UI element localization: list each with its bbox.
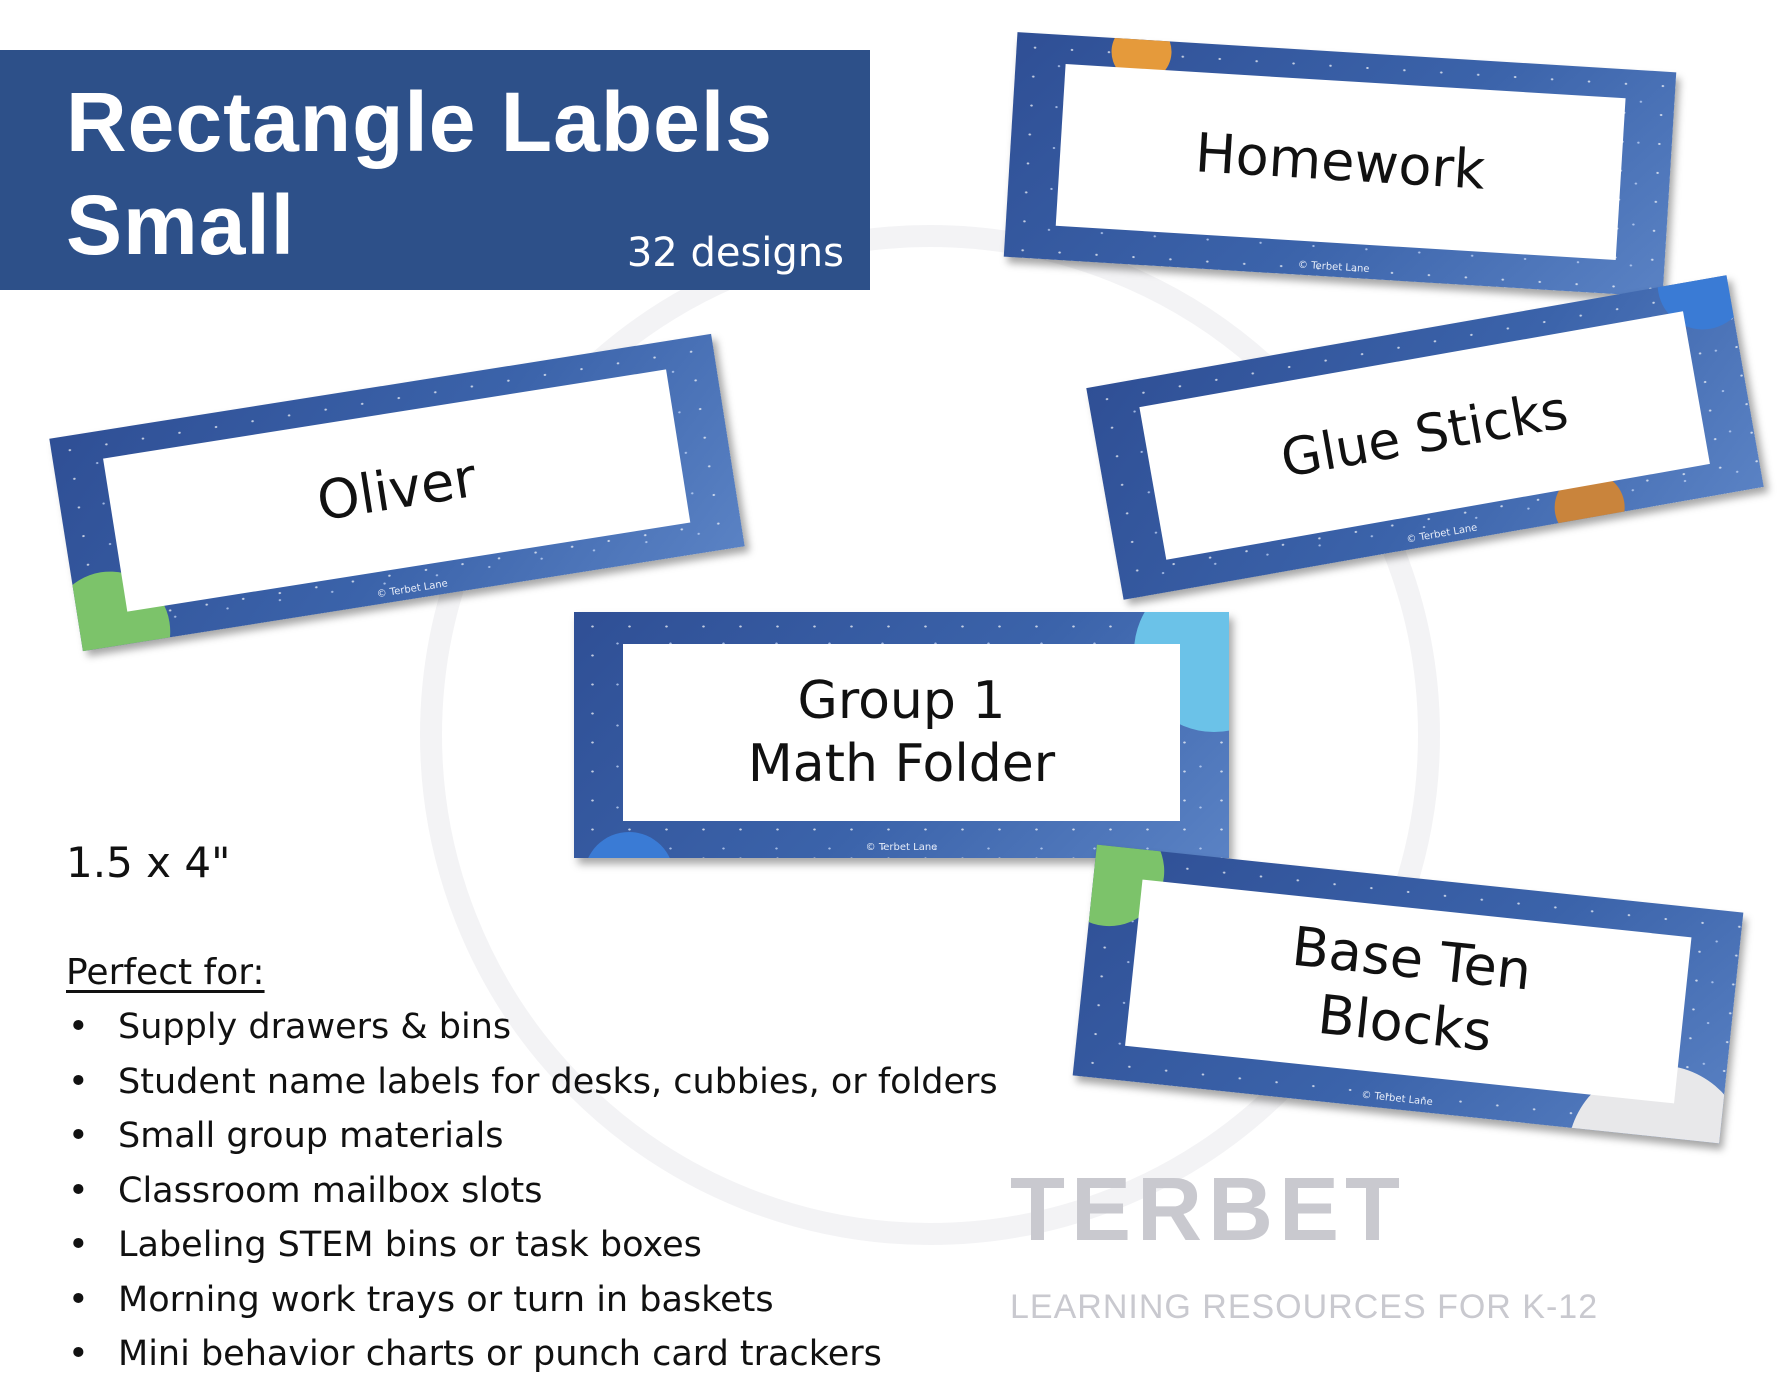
bullet-icon: • [68, 1061, 89, 1102]
bullet-icon: • [68, 1116, 89, 1156]
use-item: • Mini behavior charts or punch card trac… [66, 1331, 998, 1386]
use-item: • Labeling STEM bins or task boxes [66, 1222, 998, 1277]
use-item: • Classroom mailbox slots [66, 1168, 998, 1223]
title-line-1: Rectangle Labels [66, 75, 773, 169]
bullet-icon: • [68, 1225, 89, 1265]
bullet-icon: • [68, 1279, 89, 1320]
title-line-2: Small [66, 178, 296, 272]
title-banner: Rectangle Labels Small 32 designs [0, 50, 870, 290]
label-text: Homework [1193, 121, 1487, 202]
use-item: • Student name labels for desks, cubbies,… [66, 1059, 998, 1114]
use-item: • Supply drawers & bins [66, 1004, 998, 1059]
copyright: © Terbet Lane [865, 842, 938, 854]
use-item: • Morning work trays or turn in baskets [66, 1277, 998, 1332]
use-text: Supply drawers & bins [118, 1007, 512, 1047]
use-item: • Small group materials [66, 1113, 998, 1168]
label-panel: Homework [1055, 64, 1626, 261]
use-text: Labeling STEM bins or task boxes [118, 1225, 702, 1265]
watermark-brand: TERBET [1010, 1160, 1406, 1260]
use-text: Mini behavior charts or punch card track… [118, 1334, 882, 1374]
label-text: Oliver [312, 445, 481, 534]
size-text: 1.5 x 4" [66, 838, 231, 887]
watermark-tagline: LEARNING RESOURCES FOR K-12 [1010, 1288, 1599, 1326]
label-text: Math Folder [747, 733, 1056, 794]
perfect-for-heading: Perfect for: [66, 952, 265, 993]
label-card: Homework© Terbet Lane [1003, 32, 1677, 297]
bullet-icon: • [68, 1334, 89, 1374]
label-text: Group 1 [797, 671, 1006, 732]
uses-list: • Supply drawers & bins • Student name labe… [66, 1004, 998, 1386]
use-text: Morning work trays or turn in baskets [118, 1279, 774, 1320]
bullet-icon: • [68, 1170, 89, 1211]
bullet-icon: • [68, 1007, 89, 1047]
use-text: Student name labels for desks, cubbies, … [118, 1061, 998, 1102]
use-text: Classroom mailbox slots [118, 1170, 543, 1211]
designs-count: 32 designs [626, 230, 844, 276]
label-text: Glue Sticks [1276, 380, 1573, 490]
use-text: Small group materials [118, 1116, 504, 1156]
